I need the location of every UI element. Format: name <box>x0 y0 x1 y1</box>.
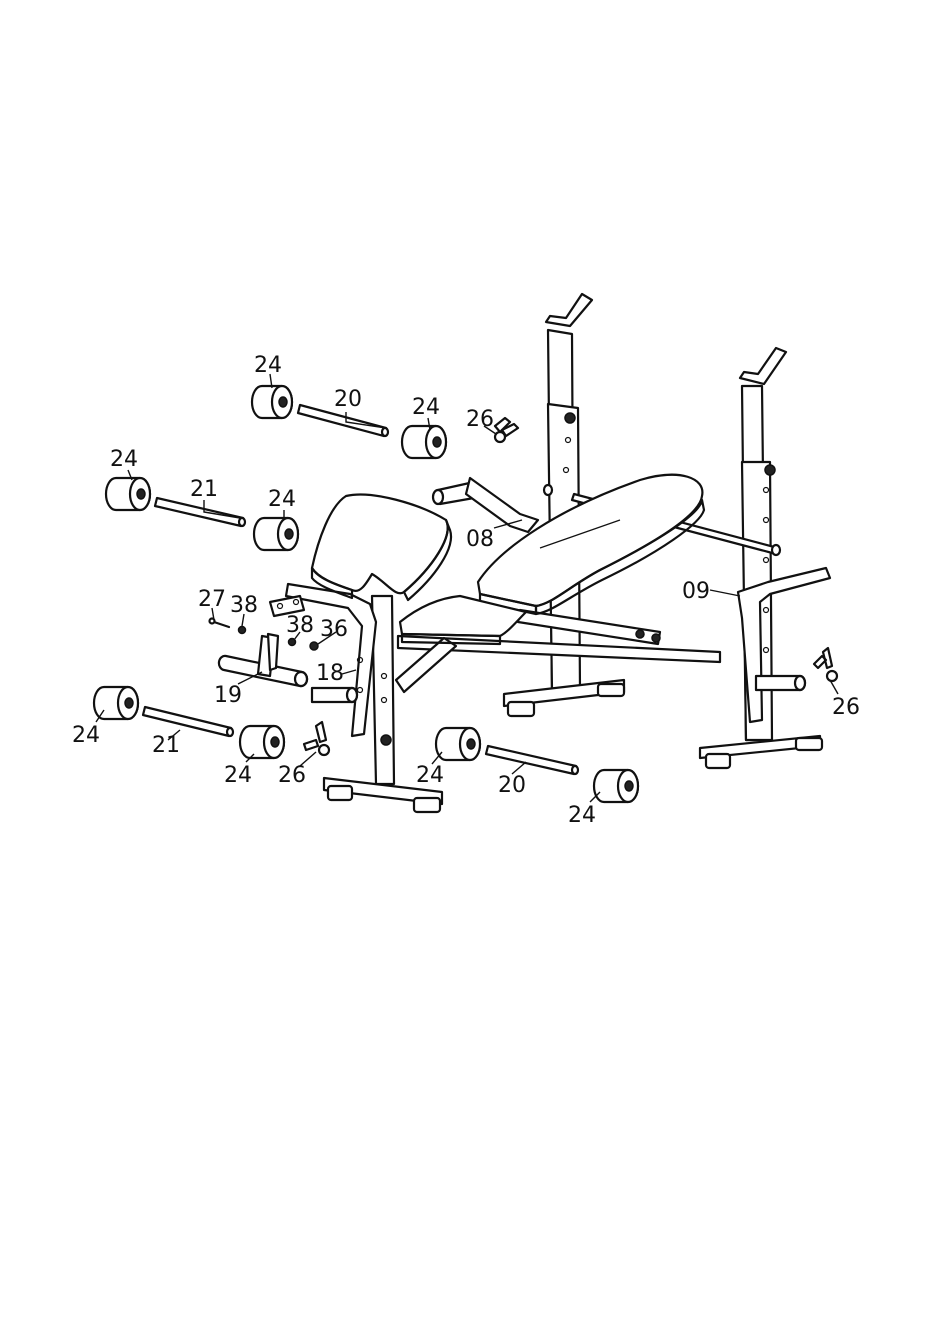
washer-38-a <box>239 627 246 634</box>
callout-08: 08 <box>466 527 494 552</box>
callout-26: 26 <box>466 407 494 432</box>
spring-collar-lower-left <box>304 722 329 755</box>
callout-21: 21 <box>152 733 180 758</box>
roller-bar <box>155 498 245 526</box>
hardware-bolt-27 <box>210 619 230 628</box>
foam-roller <box>402 426 446 458</box>
roller-bar-assembly-lower-center <box>436 728 638 802</box>
callout-24: 24 <box>412 395 440 420</box>
foam-roller <box>106 478 150 510</box>
roller-bar <box>143 707 233 736</box>
spring-collar-right <box>814 648 837 681</box>
callout-18: 18 <box>316 661 344 686</box>
callout-38: 38 <box>230 593 258 618</box>
foam-roller <box>252 386 292 418</box>
foam-roller <box>436 728 480 760</box>
roller-bar-assembly-lower-left <box>94 687 284 758</box>
callout-24: 24 <box>72 723 100 748</box>
callout-24: 24 <box>268 487 296 512</box>
foam-roller <box>254 518 298 550</box>
nut-36 <box>310 642 318 650</box>
foam-roller <box>240 726 284 758</box>
callout-26: 26 <box>278 763 306 788</box>
callout-24: 24 <box>568 803 596 828</box>
back-pad <box>478 475 704 614</box>
callout-24: 24 <box>224 763 252 788</box>
callout-26: 26 <box>832 695 860 720</box>
callout-36: 36 <box>320 617 348 642</box>
callout-19: 19 <box>214 683 242 708</box>
callout-21: 21 <box>190 477 218 502</box>
callout-24: 24 <box>254 353 282 378</box>
callout-27: 27 <box>198 587 226 612</box>
roller-bar <box>486 746 578 774</box>
callout-38: 38 <box>286 613 314 638</box>
callout-20: 20 <box>334 387 362 412</box>
callout-09: 09 <box>682 579 710 604</box>
callout-20: 20 <box>498 773 526 798</box>
spring-collar-top <box>495 418 518 442</box>
foam-roller <box>594 770 638 802</box>
callout-24: 24 <box>110 447 138 472</box>
callout-24: 24 <box>416 763 444 788</box>
preacher-curl-pad <box>312 495 451 600</box>
